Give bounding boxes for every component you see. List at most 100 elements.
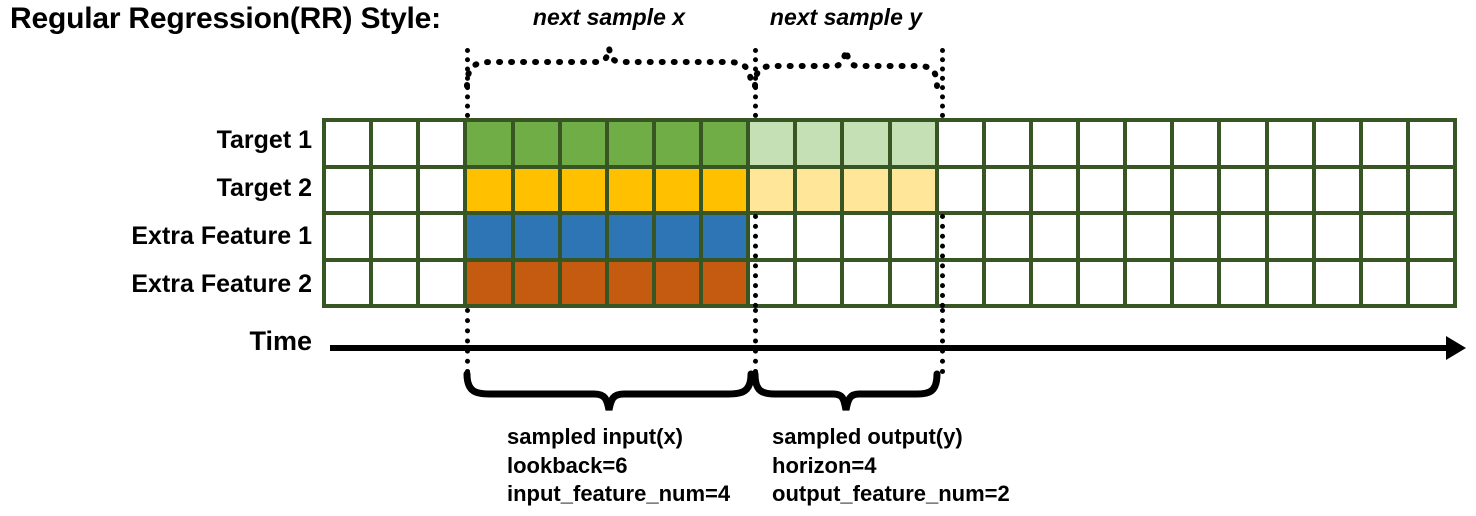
grid-cell-r1-c10-output [750, 122, 794, 165]
grid-cell-r2-c19-empty [1174, 168, 1218, 211]
row-label-target-1: Target 1 [216, 126, 312, 154]
grid-cell-r4-c1-empty [326, 261, 370, 304]
grid-cell-r3-c6-input [561, 215, 605, 258]
grid-cell-r3-c4-input [467, 215, 511, 258]
grid-cell-r1-c20-empty [1221, 122, 1265, 165]
grid-cell-r2-c23-empty [1362, 168, 1406, 211]
grid-cell-r1-c21-empty [1268, 122, 1312, 165]
grid-cell-r1-c4-input [467, 122, 511, 165]
timeseries-grid [322, 118, 1457, 308]
grid-cell-r4-c13-empty [891, 261, 935, 304]
grid-cell-r2-c1-empty [326, 168, 370, 211]
grid-cell-r4-c3-empty [420, 261, 464, 304]
grid-cell-r4-c9-input [703, 261, 747, 304]
grid-cell-r4-c19-empty [1174, 261, 1218, 304]
grid-cell-r1-c18-empty [1127, 122, 1171, 165]
grid-cell-r3-c2-empty [373, 215, 417, 258]
grid-cell-r4-c20-empty [1221, 261, 1265, 304]
grid-cell-r2-c11-output [797, 168, 841, 211]
grid-cell-r3-c23-empty [1362, 215, 1406, 258]
note-sampled-input: sampled input(x) lookback=6 input_featur… [507, 423, 730, 509]
guide-line-output-end-lower [940, 308, 945, 374]
grid-cell-r1-c5-input [514, 122, 558, 165]
grid-cell-r2-c24-empty [1409, 168, 1453, 211]
grid-cell-r3-c13-empty [891, 215, 935, 258]
grid-cell-r2-c6-input [561, 168, 605, 211]
row-label-target-1-wrap: Target 1 [0, 126, 312, 155]
grid-cell-r3-c15-empty [985, 215, 1029, 258]
label-next-sample-x: next sample x [532, 4, 686, 30]
guide-line-output-end [940, 48, 945, 118]
grid-cell-r3-c7-input [608, 215, 652, 258]
grid-cell-r2-c2-empty [373, 168, 417, 211]
grid-cell-r4-c7-input [608, 261, 652, 304]
grid-cell-r3-c18-empty [1127, 215, 1171, 258]
label-next-sample-y: next sample y [769, 4, 923, 30]
grid-cell-r1-c12-output [844, 122, 888, 165]
grid-cell-r2-c17-empty [1080, 168, 1124, 211]
grid-cell-r2-c21-empty [1268, 168, 1312, 211]
grid-cell-r1-c15-empty [985, 122, 1029, 165]
grid-cell-r3-c1-empty [326, 215, 370, 258]
grid-cell-r2-c18-empty [1127, 168, 1171, 211]
grid-cell-r1-c17-empty [1080, 122, 1124, 165]
grid-cell-r3-c11-empty [797, 215, 841, 258]
grid-cell-r1-c1-empty [326, 122, 370, 165]
grid-cell-r2-c14-empty [938, 168, 982, 211]
grid-cell-r4-c12-empty [844, 261, 888, 304]
grid-cell-r3-c24-empty [1409, 215, 1453, 258]
grid-cell-r1-c13-output [891, 122, 935, 165]
grid-cell-r3-c3-empty [420, 215, 464, 258]
grid-cell-r1-c3-empty [420, 122, 464, 165]
grid-cell-r1-c16-empty [1032, 122, 1076, 165]
grid-cell-r4-c11-empty [797, 261, 841, 304]
grid-cell-r4-c2-empty [373, 261, 417, 304]
grid-cell-r1-c7-input [608, 122, 652, 165]
grid-cell-r4-c22-empty [1315, 261, 1359, 304]
grid-cell-r2-c4-input [467, 168, 511, 211]
grid-cell-r1-c6-input [561, 122, 605, 165]
row-label-target-2-wrap: Target 2 [0, 174, 312, 203]
page-title: Regular Regression(RR) Style: [10, 2, 441, 35]
grid-cell-r4-c23-empty [1362, 261, 1406, 304]
grid-cell-r3-c8-input [655, 215, 699, 258]
grid-cell-r3-c12-empty [844, 215, 888, 258]
time-axis-line [330, 345, 1458, 351]
grid-cell-r4-c18-empty [1127, 261, 1171, 304]
row-label-target-2: Target 2 [216, 174, 312, 202]
grid-cell-r1-c14-empty [938, 122, 982, 165]
grid-cell-r1-c11-output [797, 122, 841, 165]
note-sampled-output-line-1: sampled output(y) [772, 424, 963, 449]
guide-line-input-start-lower [465, 308, 470, 374]
grid-cell-r4-c14-empty [938, 261, 982, 304]
grid-cell-r3-c9-input [703, 215, 747, 258]
grid-cell-r2-c15-empty [985, 168, 1029, 211]
grid-cell-r1-c24-empty [1409, 122, 1453, 165]
grid-cell-r4-c4-input [467, 261, 511, 304]
grid-cell-r3-c17-empty [1080, 215, 1124, 258]
note-sampled-output-line-3: output_feature_num=2 [772, 481, 1010, 507]
brace-sampled-output [751, 370, 941, 411]
time-axis-arrow-icon [1446, 336, 1466, 360]
grid-cell-r3-c19-empty [1174, 215, 1218, 258]
row-label-extra-feature-1: Extra Feature 1 [131, 222, 312, 250]
grid-cell-r2-c7-input [608, 168, 652, 211]
grid-cell-r1-c23-empty [1362, 122, 1406, 165]
grid-cell-r2-c12-output [844, 168, 888, 211]
grid-cell-r1-c22-empty [1315, 122, 1359, 165]
grid-cell-r2-c9-input [703, 168, 747, 211]
grid-cell-r4-c21-empty [1268, 261, 1312, 304]
row-label-extra-feature-2: Extra Feature 2 [131, 270, 312, 298]
grid-cell-r2-c8-input [655, 168, 699, 211]
grid-cell-r3-c22-empty [1315, 215, 1359, 258]
note-sampled-output: sampled output(y) horizon=4 output_featu… [772, 423, 1010, 509]
grid-cell-r2-c22-empty [1315, 168, 1359, 211]
grid-cell-r3-c20-empty [1221, 215, 1265, 258]
guide-line-input-end-grid [753, 214, 758, 308]
note-sampled-input-line-3: input_feature_num=4 [507, 481, 731, 507]
guide-line-input-start [465, 48, 470, 118]
note-sampled-input-line-2: lookback=6 [507, 452, 628, 478]
brace-next-sample-x [464, 47, 754, 89]
grid-cell-r1-c19-empty [1174, 122, 1218, 165]
brace-sampled-input [463, 370, 755, 411]
